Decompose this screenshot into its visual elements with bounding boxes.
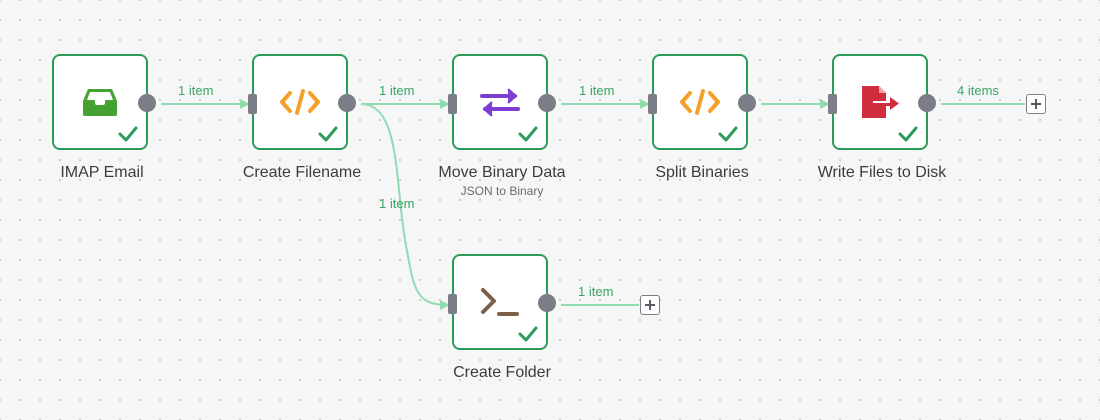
input-handle[interactable] — [828, 94, 837, 114]
output-handle[interactable] — [738, 94, 756, 112]
file-export-icon — [858, 80, 902, 124]
code-brackets-icon — [278, 80, 322, 124]
node-label: Move Binary Data — [438, 164, 566, 181]
output-handle[interactable] — [538, 94, 556, 112]
code-brackets-icon — [678, 80, 722, 124]
input-handle[interactable] — [248, 94, 257, 114]
success-check-icon — [318, 126, 338, 142]
input-handle[interactable] — [448, 294, 457, 314]
node-subtitle: JSON to Binary — [460, 184, 544, 198]
node-label: Split Binaries — [655, 164, 749, 181]
edge-label: 1 item — [379, 196, 415, 211]
add-node-button[interactable] — [1026, 94, 1046, 114]
terminal-prompt-icon — [478, 280, 522, 324]
edge-label: 1 item — [579, 83, 615, 98]
success-check-icon — [898, 126, 918, 142]
node-split-binaries[interactable] — [648, 54, 756, 150]
output-handle[interactable] — [538, 294, 556, 312]
success-check-icon — [718, 126, 738, 142]
node-label: Create Folder — [453, 364, 551, 381]
edge-label: 4 items — [957, 83, 999, 98]
node-label: Create Filename — [242, 164, 362, 181]
node-move-binary-data[interactable] — [448, 54, 556, 150]
node-imap-email[interactable] — [52, 54, 156, 150]
success-check-icon — [118, 126, 138, 142]
node-label: IMAP Email — [60, 164, 144, 181]
node-label: Write Files to Disk — [817, 164, 947, 181]
input-handle[interactable] — [448, 94, 457, 114]
add-node-button[interactable] — [640, 295, 660, 315]
output-handle[interactable] — [918, 94, 936, 112]
input-handle[interactable] — [648, 94, 657, 114]
node-write-files-to-disk[interactable] — [828, 54, 936, 150]
swap-arrows-icon — [478, 80, 522, 124]
edge-create-filename-to-create-folder[interactable] — [360, 103, 450, 310]
edge-label: 1 item — [178, 83, 214, 98]
edge-label: 1 item — [578, 284, 614, 299]
inbox-tray-icon — [78, 80, 122, 124]
edge-label: 1 item — [379, 83, 415, 98]
output-handle[interactable] — [138, 94, 156, 112]
success-check-icon — [518, 326, 538, 342]
output-handle[interactable] — [338, 94, 356, 112]
node-create-filename[interactable] — [248, 54, 356, 150]
node-create-folder[interactable] — [448, 254, 556, 350]
success-check-icon — [518, 126, 538, 142]
